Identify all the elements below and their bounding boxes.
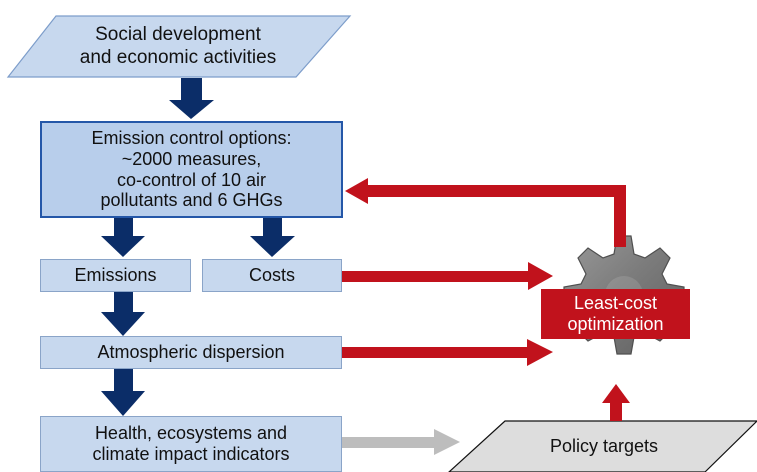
options-to-emissions-arrow	[101, 216, 145, 257]
impact-line-1: Health, ecosystems and	[94, 423, 288, 444]
feedback-loop-arrow	[345, 178, 626, 247]
emission-control-line-4: pollutants and 6 GHGs	[100, 190, 283, 211]
policy-targets-shape	[448, 420, 757, 472]
policy-to-optimization-arrow	[602, 384, 630, 421]
social-development-node: Social development and economic activiti…	[18, 16, 338, 77]
impacts-to-policy-arrow	[341, 429, 460, 455]
emission-control-line-1: Emission control options:	[91, 127, 292, 148]
least-cost-optimization-node: Least-cost optimization	[541, 289, 690, 339]
social-line-1: Social development	[95, 24, 261, 46]
emission-control-options-node: Emission control options: ~2000 measures…	[40, 121, 343, 218]
impact-indicators-node: Health, ecosystems and climate impact in…	[40, 416, 342, 472]
social-input-shape	[6, 15, 352, 78]
social-line-2: and economic activities	[79, 46, 277, 68]
emissions-to-dispersion-arrow	[101, 292, 145, 336]
atmospheric-dispersion-node: Atmospheric dispersion	[40, 336, 342, 369]
costs-label: Costs	[248, 265, 295, 286]
emission-control-line-2: ~2000 measures,	[121, 148, 262, 169]
policy-targets-label: Policy targets	[549, 436, 659, 457]
emissions-node: Emissions	[40, 259, 191, 292]
dispersion-to-optimization-arrow	[341, 339, 553, 366]
optimization-line-2: optimization	[567, 314, 664, 334]
atmospheric-dispersion-label: Atmospheric dispersion	[97, 342, 285, 363]
optimization-line-1: Least-cost	[573, 293, 658, 314]
policy-targets-node: Policy targets	[497, 421, 711, 472]
costs-to-optimization-arrow	[341, 262, 553, 290]
options-to-costs-arrow	[250, 216, 295, 257]
costs-node: Costs	[202, 259, 342, 292]
impact-line-2: climate impact indicators	[92, 444, 290, 464]
dispersion-to-impacts-arrow	[101, 369, 145, 416]
emissions-label: Emissions	[74, 265, 157, 286]
social-to-options-arrow	[169, 78, 214, 119]
emission-control-line-3: co-control of 10 air	[116, 169, 267, 190]
